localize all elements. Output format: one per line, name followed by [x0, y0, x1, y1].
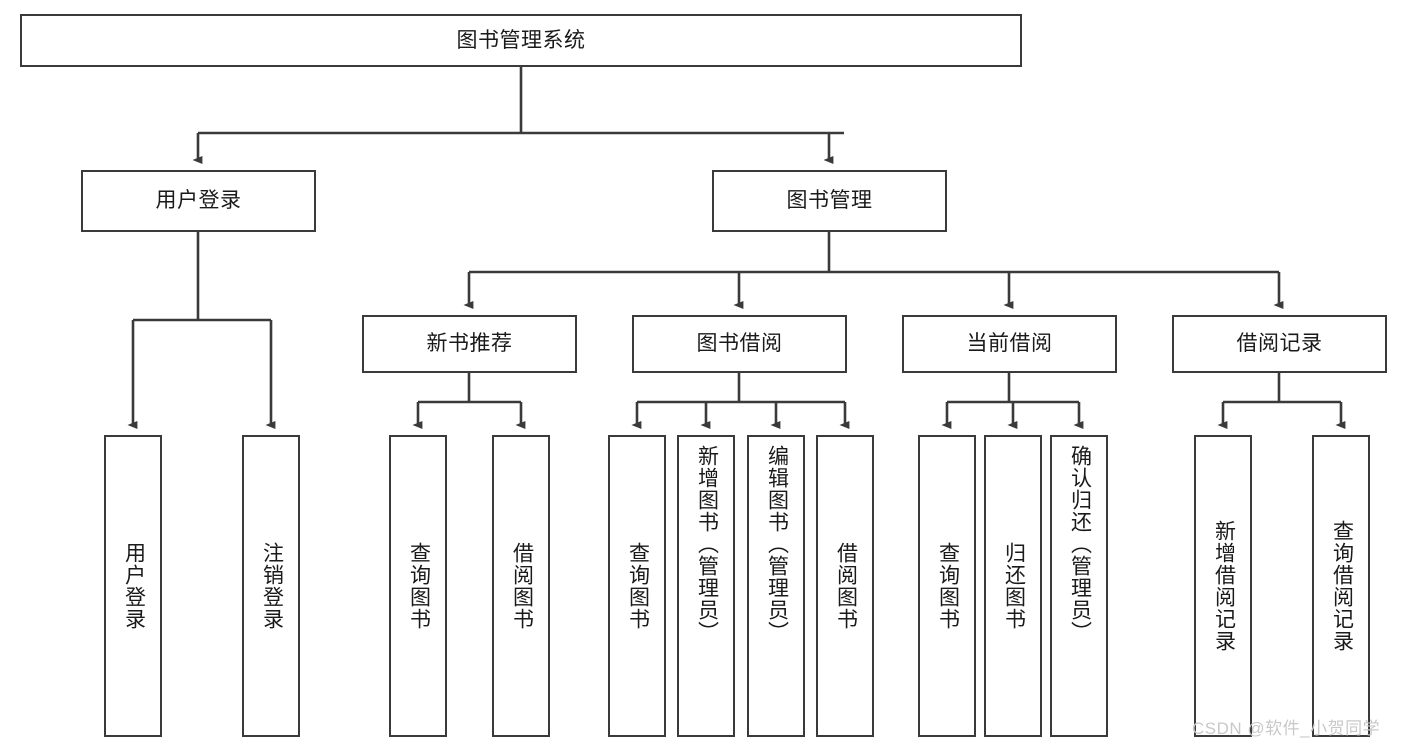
node-label: 确认归还（管理员） [1068, 445, 1092, 643]
node-label: 图书借阅 [696, 332, 783, 356]
node-label: 查询借阅记录 [1330, 520, 1354, 652]
leaf-add-book-admin[interactable]: 新增图书（管理员） [677, 435, 735, 737]
node-label: 新增借阅记录 [1212, 520, 1236, 652]
node-label: 查询图书 [626, 542, 650, 630]
leaf-logout[interactable]: 注销登录 [242, 435, 300, 737]
node-label: 图书管理 [786, 189, 873, 213]
node-new-book-recommend[interactable]: 新书推荐 [362, 315, 577, 373]
node-label: 新增图书（管理员） [695, 445, 719, 643]
leaf-query-book-cu[interactable]: 查询图书 [918, 435, 976, 737]
node-user-login[interactable]: 用户登录 [81, 170, 316, 232]
leaf-query-borrow-record[interactable]: 查询借阅记录 [1312, 435, 1370, 737]
leaf-edit-book-admin[interactable]: 编辑图书（管理员） [747, 435, 805, 737]
node-label: 借阅记录 [1236, 332, 1323, 356]
node-label: 借阅图书 [834, 542, 858, 630]
node-book-management[interactable]: 图书管理 [712, 170, 947, 232]
node-label: 用户登录 [122, 542, 146, 630]
node-label: 查询图书 [407, 542, 431, 630]
leaf-add-borrow-record[interactable]: 新增借阅记录 [1194, 435, 1252, 737]
node-label: 用户登录 [155, 189, 242, 213]
leaf-confirm-return-admin[interactable]: 确认归还（管理员） [1050, 435, 1108, 737]
csdn-watermark: CSDN @软件_小贺同学 [1192, 719, 1381, 738]
leaf-query-book-br[interactable]: 查询图书 [608, 435, 666, 737]
leaf-query-book-nb[interactable]: 查询图书 [389, 435, 447, 737]
node-label: 归还图书 [1002, 542, 1026, 630]
node-label: 新书推荐 [426, 332, 513, 356]
node-label: 查询图书 [936, 542, 960, 630]
node-label: 图书管理系统 [456, 28, 586, 52]
node-label: 注销登录 [260, 542, 284, 630]
node-book-borrow[interactable]: 图书借阅 [632, 315, 847, 373]
leaf-user-login[interactable]: 用户登录 [104, 435, 162, 737]
node-label: 编辑图书（管理员） [765, 445, 789, 643]
leaf-borrow-book-br[interactable]: 借阅图书 [816, 435, 874, 737]
node-borrow-records[interactable]: 借阅记录 [1172, 315, 1387, 373]
node-root-system[interactable]: 图书管理系统 [20, 14, 1022, 67]
node-label: 借阅图书 [510, 542, 534, 630]
node-label: 当前借阅 [966, 332, 1053, 356]
leaf-return-book[interactable]: 归还图书 [984, 435, 1042, 737]
node-current-borrow[interactable]: 当前借阅 [902, 315, 1117, 373]
leaf-borrow-book-nb[interactable]: 借阅图书 [492, 435, 550, 737]
